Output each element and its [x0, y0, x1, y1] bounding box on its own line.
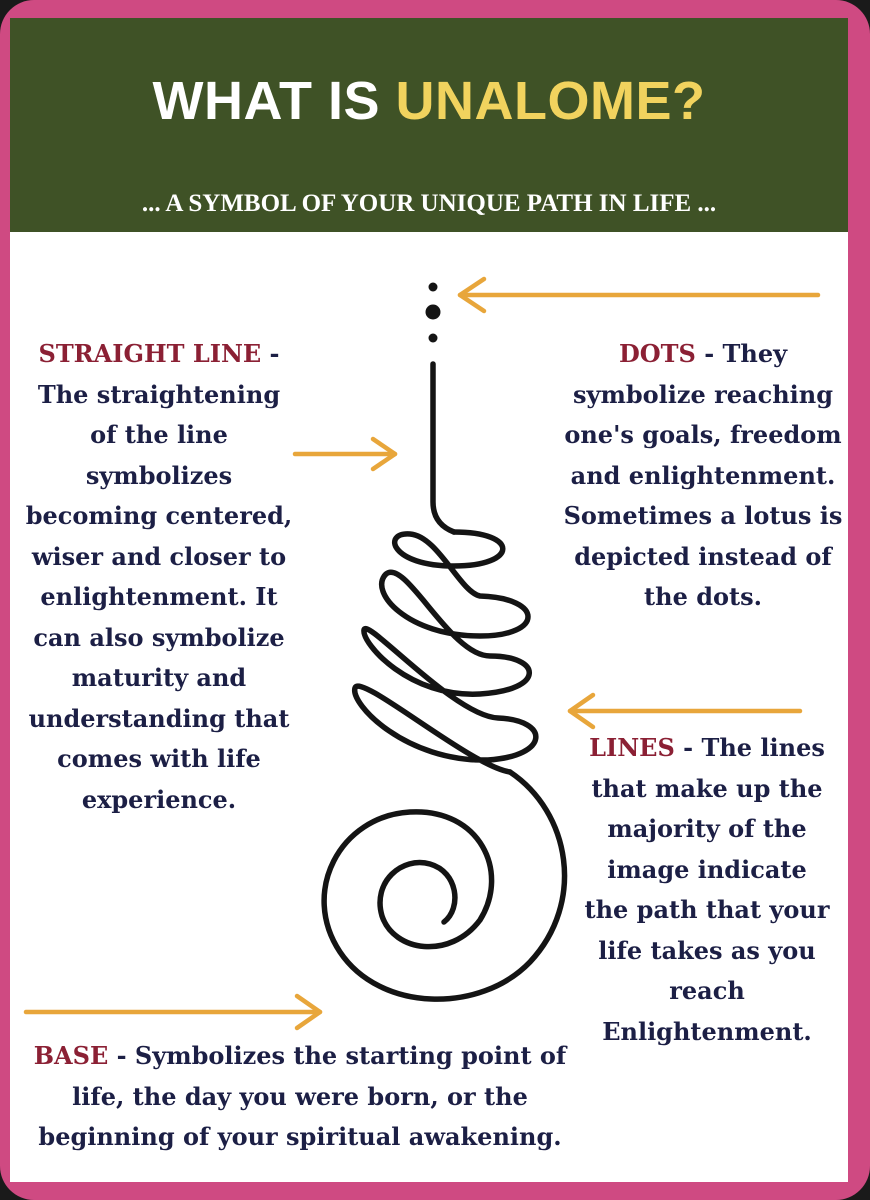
unalome-dot-middle — [425, 304, 441, 320]
header-banner: WHAT IS UNALOME? ... A SYMBOL OF YOUR UN… — [10, 18, 848, 232]
unalome-illustration — [23, 276, 821, 1031]
dots-label: DOTS — [618, 339, 696, 368]
arrow-right-icon — [23, 993, 323, 1031]
dots-text: - They symbolize reaching one's goals, f… — [563, 339, 843, 611]
page-subtitle: ... A SYMBOL OF YOUR UNIQUE PATH IN LIFE… — [141, 190, 717, 217]
straight-line-description: STRAIGHT LINE - The straightening of the… — [24, 334, 294, 820]
unalome-symbol — [321, 282, 568, 1002]
lines-label: LINES — [589, 733, 675, 762]
arrow-left-icon — [567, 692, 803, 730]
content-panel: STRAIGHT LINE - The straightening of the… — [10, 232, 848, 1182]
straight-line-text: - The straightening of the line symboliz… — [25, 339, 293, 814]
straight-line-label: STRAIGHT LINE — [38, 339, 262, 368]
page-title: WHAT IS UNALOME? — [10, 70, 848, 132]
unalome-dot-top — [428, 282, 438, 292]
base-label: BASE — [33, 1041, 109, 1070]
title-accent: UNALOME? — [395, 71, 706, 131]
lines-text: - The lines that make up the majority of… — [584, 733, 830, 1046]
base-text: - Symbolizes the starting point of life,… — [38, 1041, 567, 1151]
dots-description: DOTS - They symbolize reaching one's goa… — [562, 334, 844, 618]
arrow-left-icon — [457, 276, 821, 314]
unalome-spiral-base — [321, 769, 568, 1002]
title-prefix: WHAT IS — [152, 71, 380, 131]
lines-description: LINES - The lines that make up the major… — [582, 728, 832, 1052]
unalome-straight-line — [430, 361, 457, 535]
arrow-right-icon — [292, 436, 398, 472]
unalome-dot-bottom — [428, 333, 438, 343]
unalome-loops — [352, 529, 539, 775]
base-description: BASE - Symbolizes the starting point of … — [20, 1036, 580, 1158]
callout-arrows — [23, 276, 821, 1031]
